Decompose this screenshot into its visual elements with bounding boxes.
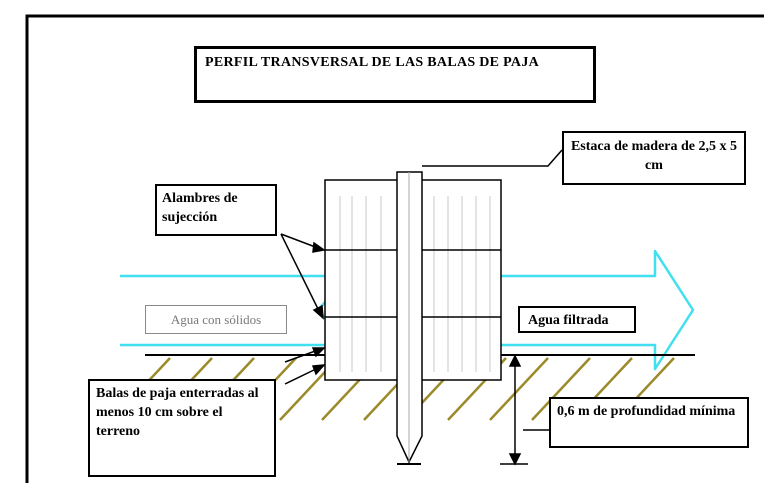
- diagram-title: PERFIL TRANSVERSAL DE LAS BALAS DE PAJA: [194, 46, 596, 103]
- stake-label: Estaca de madera de 2,5 x 5 cm: [562, 131, 746, 185]
- depth-label: 0,6 m de profundidad mínima: [549, 397, 749, 448]
- outflow-label: Agua filtrada: [518, 306, 636, 333]
- depth-dimension: [500, 354, 528, 466]
- straw-texture: [339, 196, 491, 372]
- hatch-stroke: [531, 357, 591, 421]
- inflow-label: Agua con sólidos: [145, 305, 287, 334]
- callout-leaders: [280, 149, 563, 431]
- frame-border: [25, 14, 764, 483]
- hatch-stroke: [489, 357, 549, 421]
- bales-label: Balas de paja enterradas al menos 10 cm …: [88, 379, 276, 477]
- wires-label: Alambres de sujección: [155, 184, 277, 236]
